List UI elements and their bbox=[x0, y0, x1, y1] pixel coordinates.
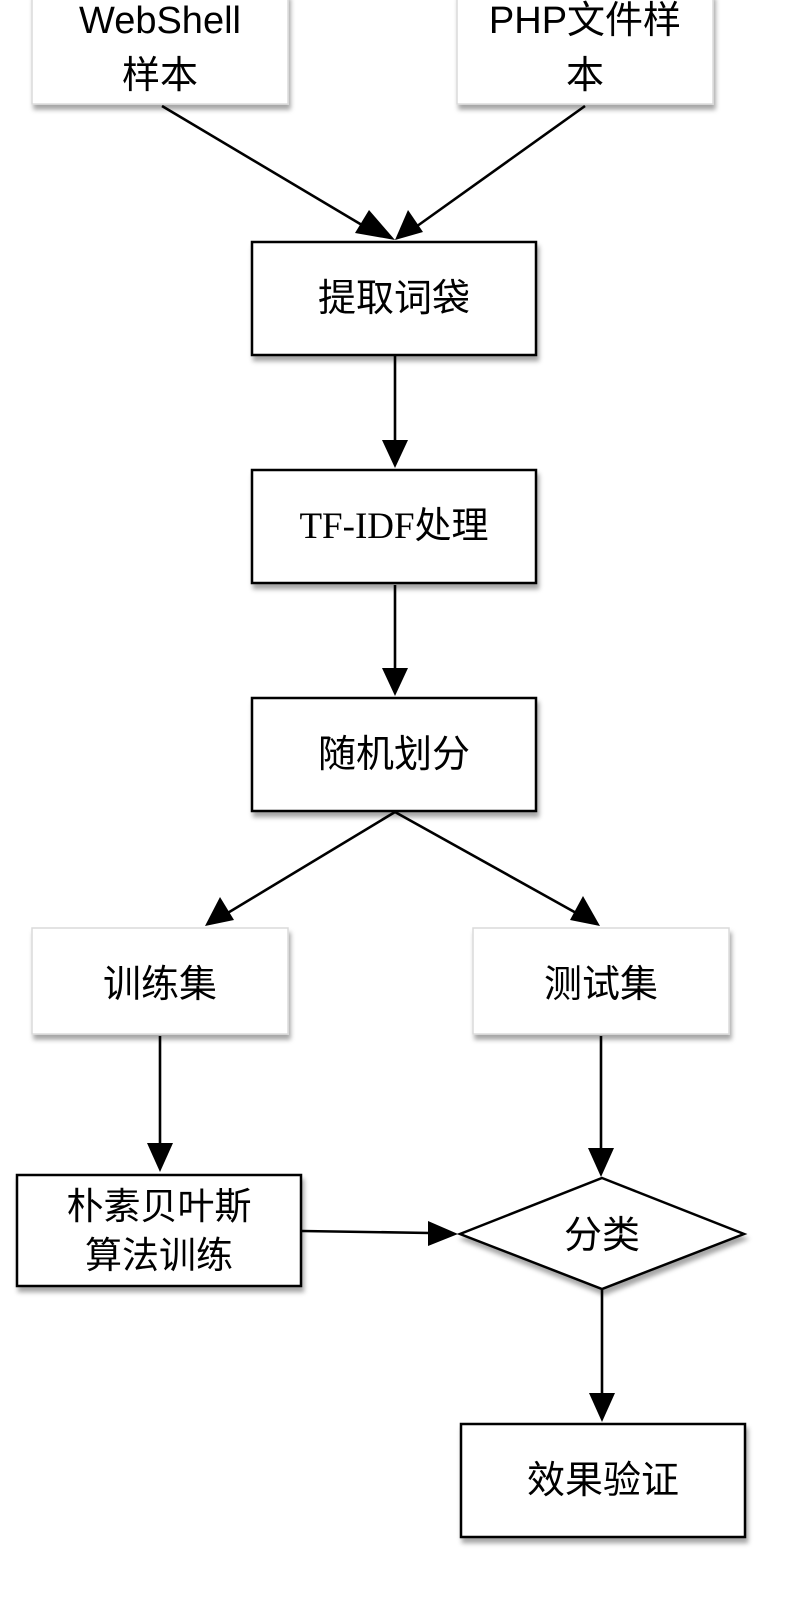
node-train-label: 训练集 bbox=[103, 964, 217, 1006]
node-tfidf-processing: TF-IDF处理 bbox=[250, 468, 538, 585]
edges bbox=[147, 104, 615, 1422]
node-random-split: 随机划分 bbox=[250, 696, 538, 813]
node-tfidf-label: TF-IDF处理 bbox=[299, 506, 488, 547]
node-webshell-samples: WebShell 样本 bbox=[31, 0, 289, 105]
node-webshell-line1: WebShell bbox=[79, 0, 241, 42]
node-classify-decision: 分类 bbox=[456, 1176, 748, 1291]
arrowhead-php-to-bag bbox=[395, 210, 423, 240]
node-verify-label: 效果验证 bbox=[527, 1460, 679, 1502]
node-bag-label: 提取词袋 bbox=[318, 278, 470, 320]
arrowhead-webshell-to-bag bbox=[355, 210, 395, 240]
edge-php-to-bag bbox=[412, 104, 586, 231]
node-test-set: 测试集 bbox=[472, 927, 730, 1035]
node-bayes-line2: 算法训练 bbox=[85, 1235, 233, 1277]
node-training-set: 训练集 bbox=[31, 927, 289, 1035]
arrowhead-tfidf-to-split bbox=[382, 668, 408, 696]
arrowhead-bag-to-tfidf bbox=[382, 440, 408, 468]
edge-bayes-to-classify bbox=[301, 1229, 431, 1235]
edge-split-to-test bbox=[394, 810, 579, 916]
edge-webshell-to-bag bbox=[161, 104, 373, 233]
node-php-samples: PHP文件样 本 bbox=[456, 0, 714, 105]
node-bayes-line1: 朴素贝叶斯 bbox=[67, 1187, 252, 1228]
arrowhead-bayes-to-classify bbox=[428, 1221, 458, 1246]
node-classify-label: 分类 bbox=[564, 1215, 640, 1257]
node-webshell-line2: 样本 bbox=[122, 55, 198, 97]
arrowhead-classify-to-verify bbox=[589, 1393, 615, 1422]
node-extract-bag-of-words: 提取词袋 bbox=[250, 240, 538, 357]
node-php-line2: 本 bbox=[566, 55, 604, 97]
arrowhead-test-to-classify bbox=[588, 1148, 614, 1177]
node-effect-verification: 效果验证 bbox=[459, 1422, 747, 1539]
node-naive-bayes-training: 朴素贝叶斯 算法训练 bbox=[15, 1173, 303, 1288]
node-test-label: 测试集 bbox=[544, 964, 658, 1006]
node-php-line1: PHP文件样 bbox=[489, 0, 681, 42]
arrowhead-split-to-train bbox=[205, 897, 234, 926]
arrowhead-split-to-test bbox=[570, 896, 600, 926]
node-split-label: 随机划分 bbox=[318, 734, 470, 776]
edge-split-to-train bbox=[225, 810, 396, 916]
arrowhead-train-to-bayes bbox=[147, 1143, 173, 1172]
